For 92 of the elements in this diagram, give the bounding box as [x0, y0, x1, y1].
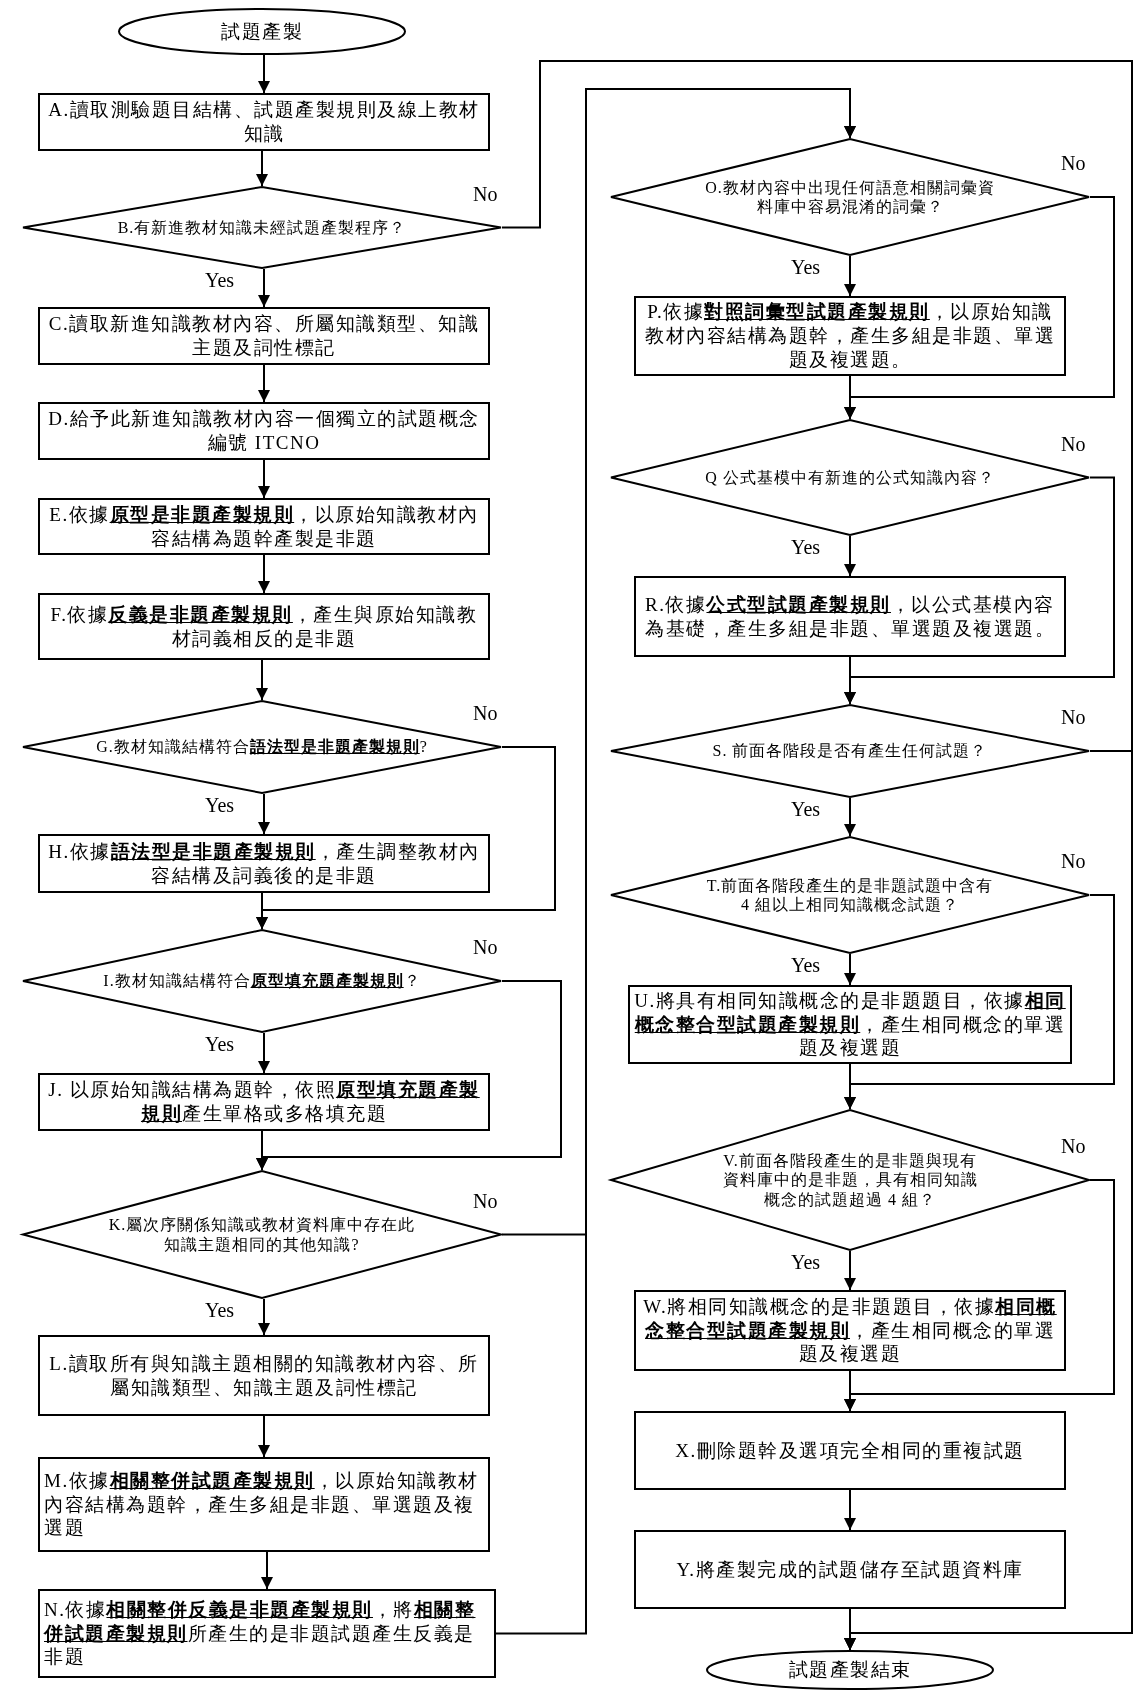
edge-label: Yes: [204, 1034, 236, 1054]
step-text: E.依據原型是非題產製規則，以原始知識教材內容結構為題幹產製是非題: [48, 502, 480, 551]
decision-diamond: [610, 836, 1090, 954]
arrow: [844, 953, 856, 986]
decision-diamond: [610, 419, 1090, 536]
decision-diamond: [22, 186, 502, 269]
decision-diamond: [610, 1109, 1090, 1251]
step-text: W.將相同知識概念的是非題題目，依據相同概念整合型試題產製規則，產生相同概念的單選題及複選題: [642, 1294, 1058, 1367]
step-text: P.依據對照詞彙型試題產製規則，以原始知識教材內容結構為題幹，產生多組是非題、單選題及複選題。: [644, 300, 1056, 372]
edge-label: No: [1060, 153, 1087, 173]
decision-diamond: [610, 138, 1090, 256]
arrow: [844, 1063, 856, 1110]
edge-label: Yes: [790, 955, 822, 975]
condition-text: O.教材內容中出現任何語意相關詞彙資料庫中容易混淆的詞彙？: [704, 177, 996, 217]
arrow: [258, 1032, 270, 1074]
step-text: J. 以原始知識結構為題幹，依照原型填充題產製規則產生單格或多格填充題: [47, 1078, 481, 1126]
edge-label: Yes: [790, 1252, 822, 1272]
arrow: [844, 375, 856, 420]
process-box: [634, 1411, 1066, 1490]
arrow: [844, 1370, 856, 1412]
step-text: N.依據相關整併反義是非題產製規則，將相關整併試題產製規則所產生的是非題試題產生反義是非題: [42, 1597, 477, 1670]
decision-diamond: [610, 704, 1090, 798]
process-box: [38, 402, 490, 460]
process-box: [38, 93, 490, 151]
arrow: [258, 459, 270, 499]
arrow: [256, 892, 268, 930]
step-text: A.讀取測驗題目結構、試題產製規則及線上教材知識: [47, 98, 481, 146]
arrow: [261, 1551, 273, 1590]
arrow: [844, 1489, 856, 1531]
edge-label: Yes: [790, 257, 822, 277]
step-text: R.依據公式型試題產製規則，以公式基模內容為基礎，產生多組是非題、單選題及複選題。: [644, 592, 1056, 641]
edge-label: No: [1060, 1136, 1087, 1156]
step-text: D.給予此新進知識教材內容一個獨立的試題概念編號 ITCNO: [47, 407, 481, 455]
arrow: [844, 1608, 856, 1651]
process-box: [38, 1335, 490, 1416]
arrow: [256, 1130, 268, 1171]
step-text: H.依據語法型是非題產製規則，產生調整教材內容結構及詞義後的是非題: [47, 839, 481, 888]
edge-label: No: [1060, 707, 1087, 727]
edge-label: No: [472, 937, 499, 957]
terminal-text: 試題產製結束: [787, 1658, 913, 1683]
condition-text: T.前面各階段產生的是非題試題中含有 4 組以上相同知識概念試題？: [705, 875, 995, 915]
condition-text: B.有新進教材知識未經試題產製程序？: [116, 217, 408, 238]
arrow: [256, 150, 268, 187]
step-text: M.依據相關整併試題產製規則，以原始知識教材內容結構為題幹，產生多組是非題、單選題及複選題: [43, 1468, 480, 1541]
arrow: [844, 1250, 856, 1291]
decision-diamond: [22, 700, 502, 794]
process-box: [38, 1457, 490, 1552]
arrow: [258, 1415, 270, 1458]
edge-label: Yes: [204, 270, 236, 290]
process-box: [38, 593, 490, 660]
arrow: [258, 364, 270, 403]
process-box: [38, 834, 490, 893]
condition-text: K.屬次序關係知識或教材資料庫中存在此知識主題相同的其他知識?: [107, 1215, 417, 1254]
condition-text: S. 前面各階段是否有產生任何試題？: [711, 741, 989, 761]
terminal-ellipse: [118, 8, 406, 55]
step-text: F.依據反義是非題產製規則，產生與原始知識教材詞義相反的是非題: [49, 602, 479, 651]
edge-label: No: [1060, 851, 1087, 871]
edge-label: Yes: [790, 799, 822, 819]
condition-text: G.教材知識結構符合語法型是非題產製規則?: [95, 737, 429, 757]
edge-label: Yes: [204, 795, 236, 815]
process-box: [634, 576, 1066, 657]
edge-label: Yes: [790, 537, 822, 557]
arrow: [258, 554, 270, 594]
step-text: C.讀取新進知識教材內容、所屬知識類型、知識主題及詞性標記: [47, 312, 481, 360]
arrow: [258, 793, 270, 835]
process-box: [38, 307, 490, 365]
condition-text: I.教材知識結構符合原型填充題產製規則？: [102, 971, 422, 991]
decision-diamond: [22, 929, 502, 1033]
arrow: [844, 656, 856, 705]
process-box: [38, 498, 490, 555]
process-box: [634, 1530, 1066, 1609]
step-text: X.刪除題幹及選項完全相同的重複試題: [674, 1438, 1026, 1463]
arrow: [844, 255, 856, 297]
terminal-text: 試題產製: [220, 19, 304, 44]
step-text: Y.將產製完成的試題儲存至試題資料庫: [675, 1557, 1025, 1582]
step-text: L.讀取所有與知識主題相關的知識教材內容、所屬知識類型、知識主題及詞性標記: [48, 1351, 480, 1400]
arrow: [844, 797, 856, 837]
process-box: [38, 1589, 496, 1678]
arrow: [258, 54, 270, 94]
step-text: U.將具有相同知識概念的是非題題目，依據相同概念整合型試題產製規則，產生相同概念的單選題及複選題: [633, 988, 1067, 1061]
condition-text: V.前面各階段產生的是非題與現有資料庫中的是非題，具有相同知識概念的試題超過 4 組？: [721, 1151, 979, 1209]
condition-text: Q 公式基模中有新進的公式知識內容？: [704, 467, 996, 488]
arrow: [256, 659, 268, 701]
edge-label: No: [472, 703, 499, 723]
decision-diamond: [22, 1170, 502, 1299]
process-box: [38, 1073, 490, 1131]
arrow: [258, 1298, 270, 1336]
edge-label: Yes: [204, 1300, 236, 1320]
arrow: [844, 535, 856, 577]
terminal-ellipse: [706, 1650, 994, 1690]
arrow: [258, 268, 270, 308]
arrow: [495, 88, 856, 1635]
